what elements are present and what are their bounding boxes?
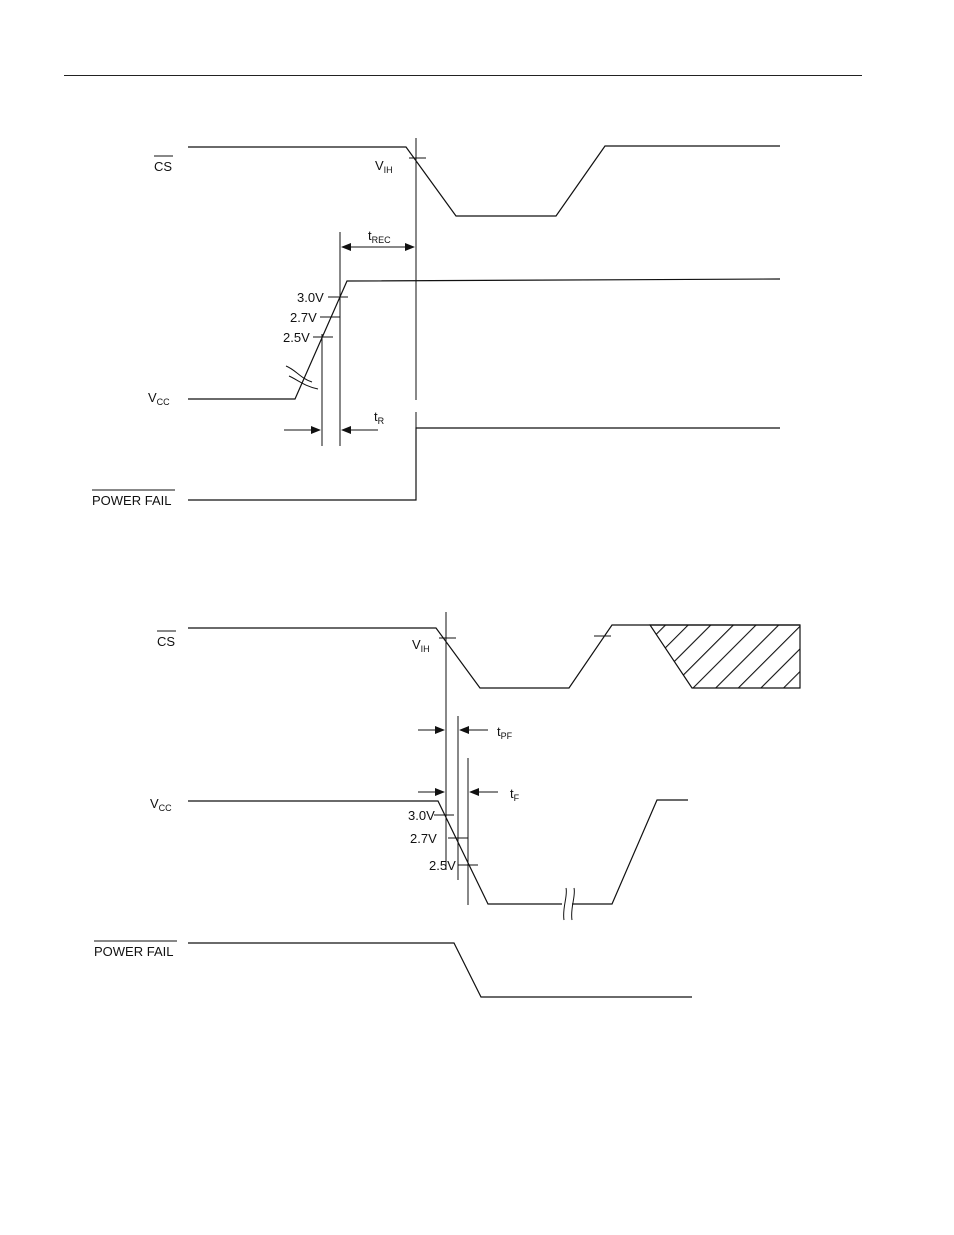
v27-label-2: 2.7V — [410, 831, 437, 846]
cs-label-2: CS — [157, 631, 176, 649]
cs-waveform — [188, 146, 780, 216]
svg-text:POWER FAIL: POWER FAIL — [92, 493, 171, 508]
power-fail-label-2: POWER FAIL — [94, 941, 177, 959]
svg-text:POWER FAIL: POWER FAIL — [94, 944, 173, 959]
power-fail-label: POWER FAIL — [92, 490, 175, 508]
power-fail-waveform-2 — [188, 943, 692, 997]
power-fail-waveform — [188, 428, 780, 500]
vcc-waveform — [188, 279, 780, 399]
vih-label: VIH — [375, 158, 393, 175]
diagram-power-up: CS VCC POWER FAIL VIH tREC — [92, 138, 780, 508]
vcc-label: VCC — [148, 390, 170, 407]
v25-label: 2.5V — [283, 330, 310, 345]
tr-label: tR — [374, 409, 385, 426]
diagram-power-down: CS VCC POWER FAIL VIH tPF — [94, 612, 800, 997]
vih-label-2: VIH — [412, 637, 430, 654]
svg-text:CS: CS — [154, 159, 172, 174]
svg-text:CS: CS — [157, 634, 175, 649]
v30-label-2: 3.0V — [408, 808, 435, 823]
cs-label: CS — [154, 156, 173, 174]
v30-label: 3.0V — [297, 290, 324, 305]
v25-label-2: 2.5V — [429, 858, 456, 873]
dont-care-hatch — [650, 625, 800, 688]
tf-label: tF — [510, 786, 520, 803]
cs-waveform-2 — [188, 625, 650, 688]
vcc-waveform-2 — [188, 801, 562, 904]
vcc-break-mark-2 — [564, 888, 567, 920]
vcc-label-2: VCC — [150, 796, 172, 813]
trec-label: tREC — [368, 228, 391, 245]
v27-label: 2.7V — [290, 310, 317, 325]
tpf-label: tPF — [497, 724, 513, 741]
